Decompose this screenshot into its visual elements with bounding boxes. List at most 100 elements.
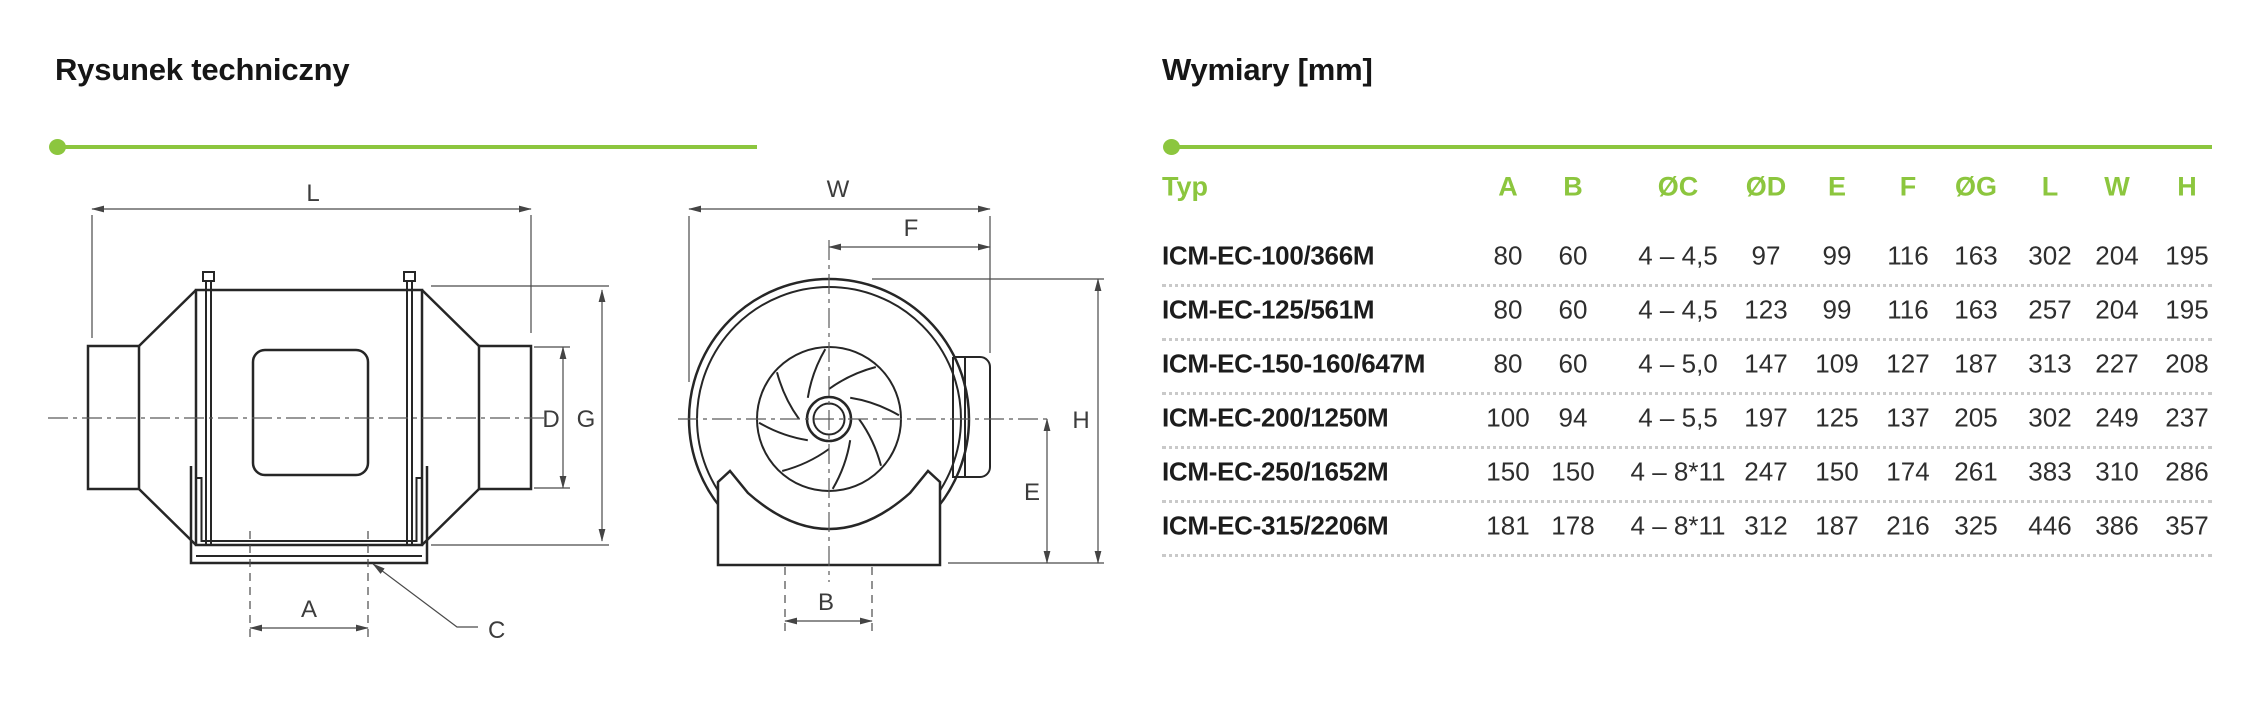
value-cell: 4 – 5,5 [1638,402,1718,433]
value-cell: 386 [2095,510,2139,541]
dim-label-A: A [301,596,317,623]
value-cell: 247 [1744,456,1788,487]
dim-label-B: B [818,589,834,616]
mounting-bracket [189,466,429,565]
value-cell: 116 [1887,240,1929,271]
value-cell: 187 [1954,348,1998,379]
inner-liner [196,477,422,542]
value-cell: 261 [1954,456,1998,487]
right-cone [421,289,480,546]
value-cell: 187 [1815,510,1859,541]
value-cell: 99 [1822,294,1852,325]
dim-label-E: E [1024,479,1040,506]
value-cell: 163 [1954,294,1998,325]
column-header: F [1899,171,1917,202]
row-separator [1162,284,2212,287]
row-separator [1162,392,2212,395]
type-cell: ICM-EC-125/561M [1162,294,1375,325]
value-cell: 181 [1486,510,1530,541]
value-cell: 97 [1751,240,1781,271]
row-separator [1162,446,2212,449]
value-cell: 4 – 5,0 [1638,348,1718,379]
right-clamp-band [406,281,413,545]
type-cell: ICM-EC-100/366M [1162,240,1375,271]
column-header: E [1827,171,1847,202]
value-cell: 109 [1815,348,1859,379]
value-cell: 302 [2028,240,2072,271]
value-cell: 286 [2165,456,2209,487]
value-cell: 80 [1493,294,1523,325]
label-plate [251,348,370,477]
value-cell: 357 [2165,510,2209,541]
terminal-box [952,356,991,478]
dim-label-C: C [488,617,505,644]
column-header: W [2104,171,2130,202]
value-cell: 257 [2028,294,2072,325]
value-cell: 60 [1558,240,1588,271]
value-cell: 204 [2095,240,2139,271]
row-separator [1162,500,2212,503]
value-cell: 227 [2095,348,2139,379]
value-cell: 94 [1558,402,1588,433]
front-view: W F H E B [678,176,1104,634]
dim-label-F: F [904,215,919,242]
value-cell: 197 [1744,402,1788,433]
value-cell: 383 [2028,456,2072,487]
right-clamp-cap [403,271,416,282]
technical-drawing: L D G A C [48,176,1104,644]
value-cell: 60 [1558,294,1588,325]
dim-label-D: D [542,406,559,433]
section-title-dimensions: Wymiary [mm] [1162,52,1373,87]
value-cell: 137 [1886,402,1930,433]
left-clamp-band [205,281,212,545]
value-cell: 204 [2095,294,2139,325]
value-cell: 125 [1815,402,1859,433]
dim-H-extensions [872,278,1104,564]
green-rule-right [1165,145,2212,149]
column-header: ØC [1657,171,1699,202]
dim-L-extensions [91,215,532,338]
green-rule-left [57,145,757,149]
left-clamp-cap [202,271,215,282]
value-cell: 150 [1486,456,1530,487]
dim-label-W: W [827,176,850,203]
value-cell: 313 [2028,348,2072,379]
value-cell: 325 [1954,510,1998,541]
value-cell: 123 [1744,294,1788,325]
row-separator [1162,554,2212,557]
type-cell: ICM-EC-315/2206M [1162,510,1389,541]
value-cell: 127 [1886,348,1930,379]
value-cell: 4 – 8*11 [1630,510,1726,541]
value-cell: 216 [1886,510,1930,541]
value-cell: 310 [2095,456,2139,487]
value-cell: 205 [1954,402,1998,433]
value-cell: 60 [1558,348,1588,379]
type-cell: ICM-EC-250/1652M [1162,456,1389,487]
mounting-foot [716,469,942,567]
dim-label-H: H [1072,407,1089,434]
value-cell: 150 [1815,456,1859,487]
column-header: B [1563,171,1583,202]
leader-C [372,563,478,628]
impeller-blades [758,348,900,490]
column-header: H [2177,171,2197,202]
value-cell: 150 [1551,456,1595,487]
green-rule-dot-left [49,139,66,155]
dim-label-G: G [577,406,596,433]
value-cell: 4 – 4,5 [1638,240,1718,271]
value-cell: 195 [2165,294,2209,325]
side-view: L D G A C [48,180,609,644]
type-cell: ICM-EC-150-160/647M [1162,348,1426,379]
value-cell: 446 [2028,510,2072,541]
value-cell: 178 [1551,510,1595,541]
left-cone [138,289,197,546]
dim-W-extensions [688,216,991,382]
value-cell: 195 [2165,240,2209,271]
value-cell: 80 [1493,240,1523,271]
column-header: A [1498,171,1518,202]
value-cell: 302 [2028,402,2072,433]
value-cell: 116 [1887,294,1929,325]
value-cell: 4 – 4,5 [1638,294,1718,325]
